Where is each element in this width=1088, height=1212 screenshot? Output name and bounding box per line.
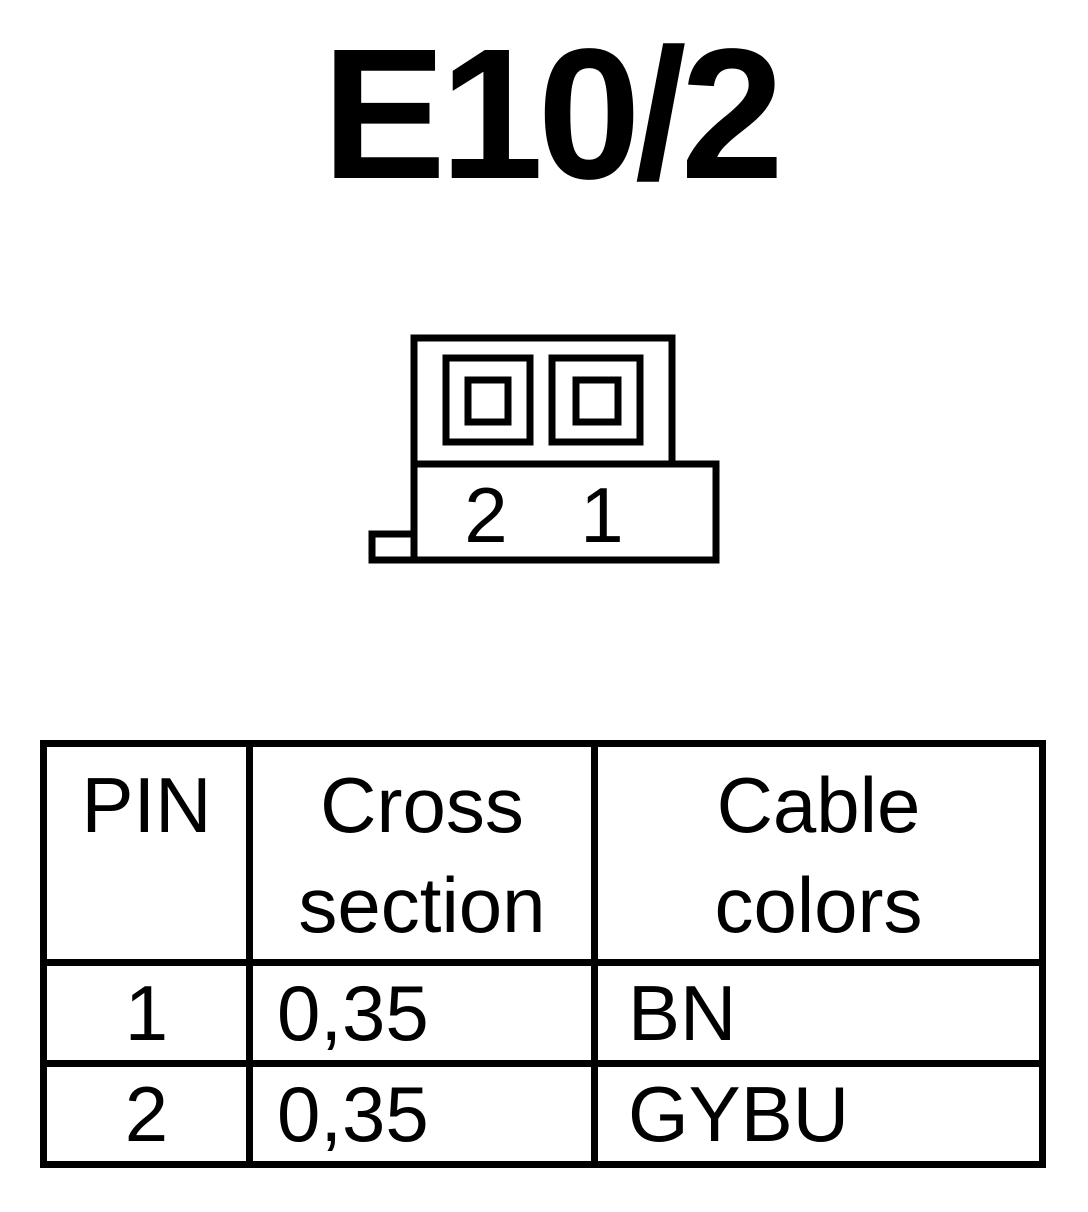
table-row: 2 0,35 GYBU	[40, 1059, 1046, 1169]
table-header-row: PIN Cross section Cable colors	[40, 740, 1046, 966]
connector-title: E10/2	[321, 11, 784, 218]
header-cross-section-line2: section	[298, 861, 546, 949]
header-cable-colors-line2: colors	[714, 861, 923, 949]
header-pin: PIN	[40, 740, 253, 966]
pin-cavity-2-outer	[442, 354, 534, 446]
header-cross-section: Cross section	[246, 740, 598, 966]
connector-housing-base	[410, 460, 720, 564]
pin-cavity-1-outer	[548, 354, 644, 446]
table-row: 1 0,35 BN	[40, 958, 1046, 1067]
cell-cross-section: 0,35	[246, 958, 598, 1067]
pin-assignment-table: PIN Cross section Cable colors 1 0,35 BN…	[40, 740, 1046, 1169]
cell-cable-color: BN	[591, 958, 1046, 1067]
header-cable-colors-line1: Cable	[716, 761, 921, 849]
connector-diagram: 2 1	[368, 334, 720, 564]
pin-label-1: 1	[580, 471, 623, 559]
pin-label-2: 2	[464, 471, 507, 559]
cell-cross-section: 0,35	[246, 1059, 598, 1169]
pin-cavity-1-inner	[572, 376, 622, 426]
cell-pin: 2	[40, 1059, 253, 1169]
connector-latch-tab	[368, 530, 418, 564]
header-cross-section-line1: Cross	[320, 761, 524, 849]
cell-cable-color: GYBU	[591, 1059, 1046, 1169]
pin-cavity-2-inner	[464, 376, 512, 426]
cell-pin: 1	[40, 958, 253, 1067]
header-cable-colors: Cable colors	[591, 740, 1046, 966]
